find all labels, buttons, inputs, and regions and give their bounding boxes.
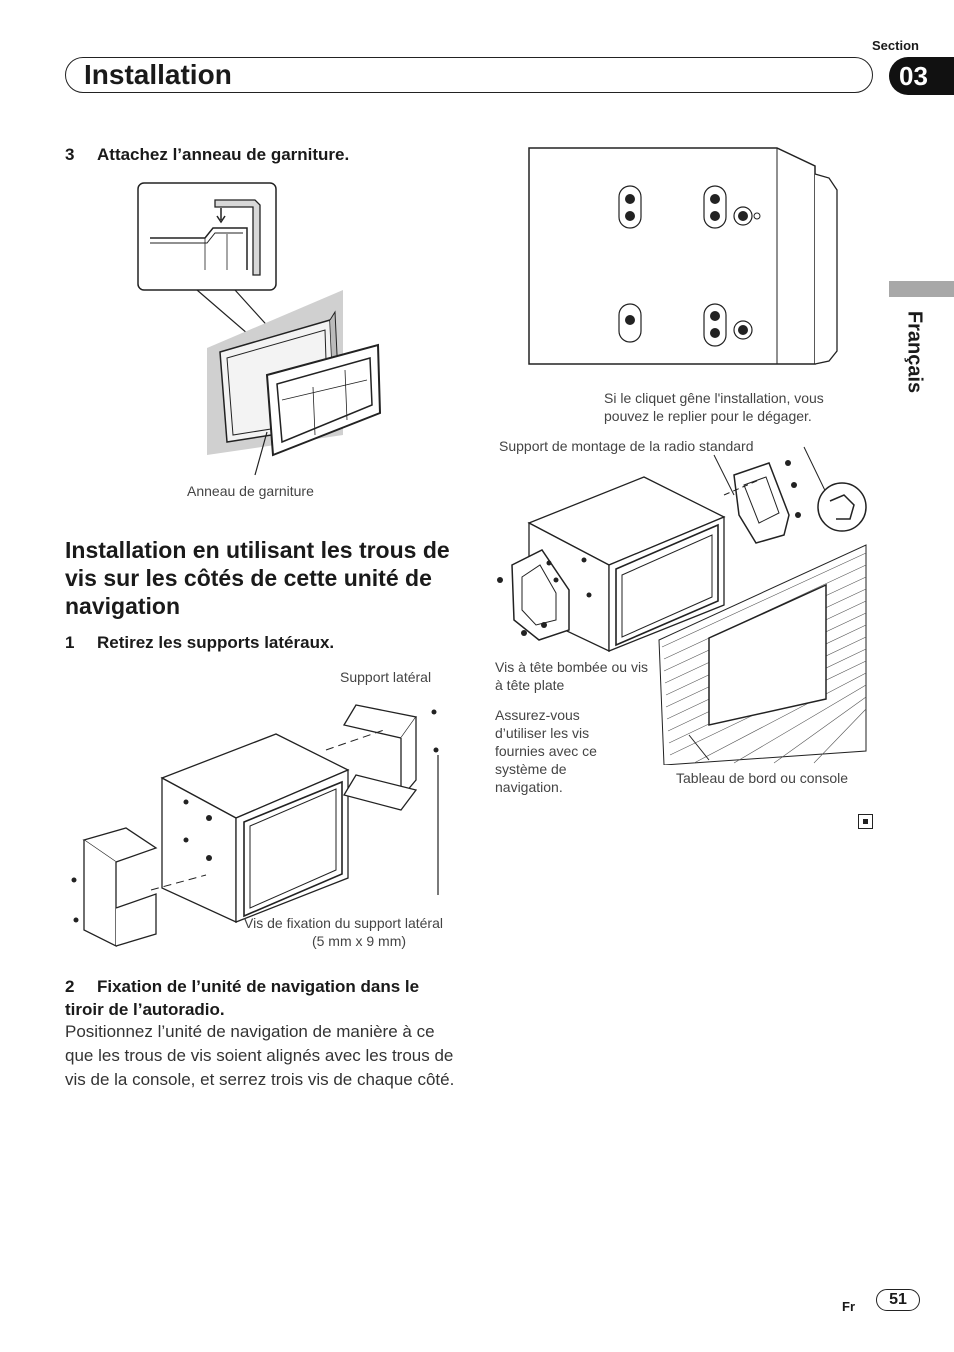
- screw-icon: [433, 747, 439, 753]
- screw-icon: [795, 512, 801, 518]
- side-support-label: Support latéral: [340, 669, 432, 685]
- step-number: 3: [65, 145, 75, 164]
- trim-ring-caption: Anneau de garniture: [187, 483, 314, 499]
- screw-icon: [497, 577, 503, 583]
- step-1: 1 Retirez les supports latéraux.: [65, 633, 334, 653]
- language-tab-marker: [889, 281, 954, 297]
- section-heading: Installation en utilisant les trous de v…: [65, 537, 450, 619]
- screw-icon: [785, 460, 791, 466]
- mounting-illustration: [497, 415, 874, 765]
- step-2-body: Positionnez l’unité de navigation de man…: [65, 1022, 455, 1089]
- title-bar: [65, 57, 873, 93]
- screw-type-label: Vis à tête bombée ou vis à tête plate: [495, 659, 649, 693]
- screw-icon: [73, 917, 79, 923]
- trim-ring-illustration: [135, 180, 385, 480]
- step-text: Retirez les supports latéraux.: [97, 633, 335, 652]
- page-number: 51: [876, 1289, 920, 1311]
- screw-icon: [431, 709, 437, 715]
- step-number: 1: [65, 633, 75, 652]
- screw-icon: [521, 630, 527, 636]
- step-text: Attachez l’anneau de garniture.: [97, 145, 350, 164]
- screw-icon: [541, 622, 547, 628]
- latch-detail-icon: [818, 483, 866, 531]
- unit-side-view-illustration: [527, 146, 842, 371]
- page-title: Installation: [84, 59, 232, 90]
- step-3: 3 Attachez l’anneau de garniture.: [65, 145, 349, 165]
- dashboard-label: Tableau de bord ou console: [676, 770, 849, 786]
- supplied-screws-note: Assurez-vous d’utiliser les vis fournies…: [495, 707, 597, 795]
- end-of-section-mark: [858, 814, 873, 829]
- side-screw-label: Vis de fixation du support latéral (5 mm…: [244, 915, 443, 949]
- footer-language: Fr: [842, 1299, 855, 1314]
- screw-icon: [71, 877, 77, 883]
- radio-support-label: Support de montage de la radio standard: [499, 438, 754, 454]
- step-number: 2: [65, 977, 75, 996]
- cliquet-label: Si le cliquet gêne l'installation, vous …: [604, 390, 824, 424]
- section-label: Section: [872, 38, 919, 53]
- step-text: Fixation de l’unité de navigation dans l…: [65, 977, 420, 1019]
- arrow-down-icon: [217, 208, 225, 222]
- side-bracket-removal-illustration: [71, 690, 450, 955]
- section-number-badge: 03: [889, 57, 954, 95]
- screw-icon: [791, 482, 797, 488]
- language-tab-label: Français: [903, 310, 926, 394]
